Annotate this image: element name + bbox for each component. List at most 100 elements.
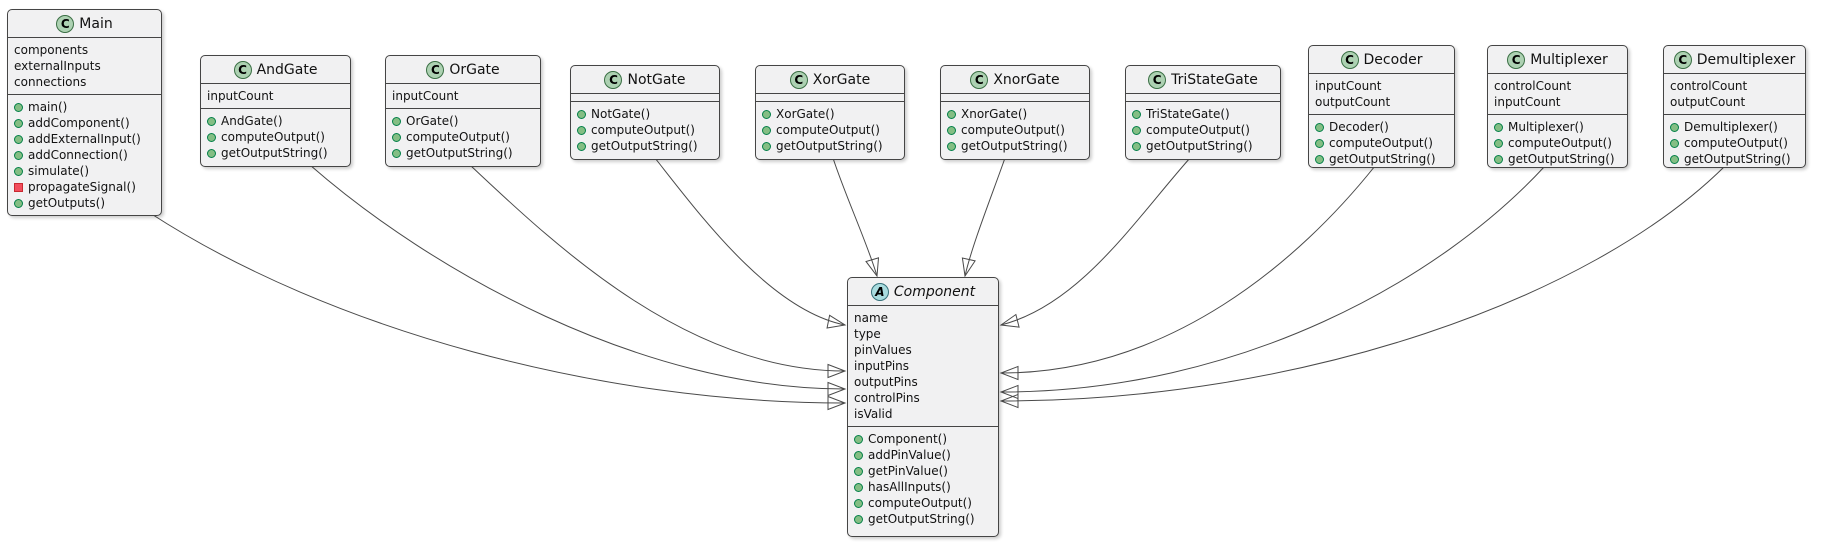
field-row: inputPins [854,359,910,373]
methods-section: Decoder()computeOutput()getOutputString(… [1309,115,1454,171]
inheritance-edge-tristategate-to-component [999,157,1191,328]
public-visibility-icon [1670,154,1679,164]
method-row: XorGate() [762,106,898,122]
field-row: outputCount [1315,95,1391,109]
inheritance-edge-notgate-to-component [654,157,847,329]
class-header: C OrGate [386,56,540,84]
method-row: Decoder() [1315,119,1448,135]
class-box-xnorgate: C XnorGate XnorGate() computeOutput() getO… [940,65,1090,160]
class-kind-icon: C [970,70,989,89]
fields-section: controlCount outputCount [1664,74,1805,115]
public-visibility-icon [947,109,956,119]
public-visibility-icon [1315,154,1324,164]
method-row: main() [14,99,155,115]
class-header: C Main [8,10,161,38]
method-label: AndGate() [221,114,283,128]
public-visibility-icon [1494,138,1503,148]
method-label: computeOutput() [221,130,325,144]
method-row: getOutputString() [947,138,1083,154]
fields-section [571,94,719,102]
method-label: computeOutput() [961,123,1065,137]
class-name: Decoder [1363,51,1423,68]
class-box-notgate: C NotGate NotGate()computeOutput()getOut… [570,65,720,160]
public-visibility-icon [14,166,23,176]
public-visibility-icon [14,150,23,160]
method-row: getOutputString() [1315,151,1448,167]
method-label: propagateSignal() [28,180,136,194]
method-label: simulate() [28,164,90,178]
class-name: TriStateGate [1171,71,1258,88]
method-label: computeOutput() [1329,136,1433,150]
method-row: Demultiplexer() [1670,119,1799,135]
field-row: outputCount [1670,95,1746,109]
method-row: addComponent() [14,115,155,131]
method-row: computeOutput() [1315,135,1448,151]
public-visibility-icon [577,125,586,135]
methods-section: OrGate()computeOutput()getOutputString() [386,109,540,166]
methods-section: TriStateGate()computeOutput()getOutputSt… [1126,102,1280,159]
public-visibility-icon [14,134,23,144]
class-kind-icon: C [1673,50,1692,69]
class-box-tristategate: C TriStateGate TriStateGate()computeOutp… [1125,65,1281,160]
class-header: C TriStateGate [1126,66,1280,94]
method-row: getOutputs() [14,195,155,211]
inheritance-edge-andgate-to-component [309,164,847,397]
class-kind-icon: C [426,60,445,79]
method-row: computeOutput() [947,122,1083,138]
method-row: Component() [854,431,992,447]
method-row: TriStateGate() [1132,106,1274,122]
class-header: C XorGate [756,66,904,94]
inheritance-edge-xnorgate-to-component [961,157,1006,278]
field-row: controlCount [1670,79,1748,93]
field-row: name [854,311,889,325]
public-visibility-icon [1132,125,1141,135]
public-visibility-icon [1315,122,1324,132]
class-kind-icon: C [604,70,623,89]
method-label: addPinValue() [868,448,951,462]
method-label: getOutputString() [591,139,698,153]
method-row: getOutputString() [1132,138,1274,154]
fields-section [756,94,904,102]
private-visibility-icon [14,182,23,192]
methods-section: XnorGate() computeOutput() getOutputString… [941,102,1089,159]
method-label: getOutputString() [961,139,1068,153]
public-visibility-icon [762,125,771,135]
fields-section: inputCount [386,84,540,109]
method-label: Demultiplexer() [1684,120,1778,134]
method-label: getOutputString() [868,512,975,526]
method-row: getOutputString() [207,145,344,161]
method-row: getOutputString() [1494,151,1621,167]
public-visibility-icon [1494,154,1503,164]
public-visibility-icon [392,116,401,126]
field-row: controlCount [1494,79,1572,93]
method-label: computeOutput() [1146,123,1250,137]
class-name: AndGate [256,61,318,78]
public-visibility-icon [762,141,771,151]
method-row: getPinValue() [854,463,992,479]
method-row: Multiplexer() [1494,119,1621,135]
method-label: XorGate() [776,107,835,121]
inheritance-edge-xorgate-to-component [832,157,880,278]
public-visibility-icon [762,109,771,119]
method-label: getOutputString() [776,139,883,153]
method-label: NotGate() [591,107,651,121]
methods-section: XorGate()computeOutput()getOutputString(… [756,102,904,159]
fields-section: inputCount [201,84,350,109]
public-visibility-icon [392,132,401,142]
method-label: XnorGate() [961,107,1028,121]
methods-section: Demultiplexer()computeOutput()getOutputS… [1664,115,1805,171]
method-row: propagateSignal() [14,179,155,195]
public-visibility-icon [947,125,956,135]
class-header: C Decoder [1309,46,1454,74]
fields-section [1126,94,1280,102]
class-name: XnorGate [993,71,1060,88]
field-row: inputCount [207,89,274,103]
method-label: Component() [868,432,948,446]
class-name: Demultiplexer [1696,51,1796,68]
class-header: C NotGate [571,66,719,94]
method-label: main() [28,100,68,114]
methods-section: main()addComponent()addExternalInput()ad… [8,95,161,215]
